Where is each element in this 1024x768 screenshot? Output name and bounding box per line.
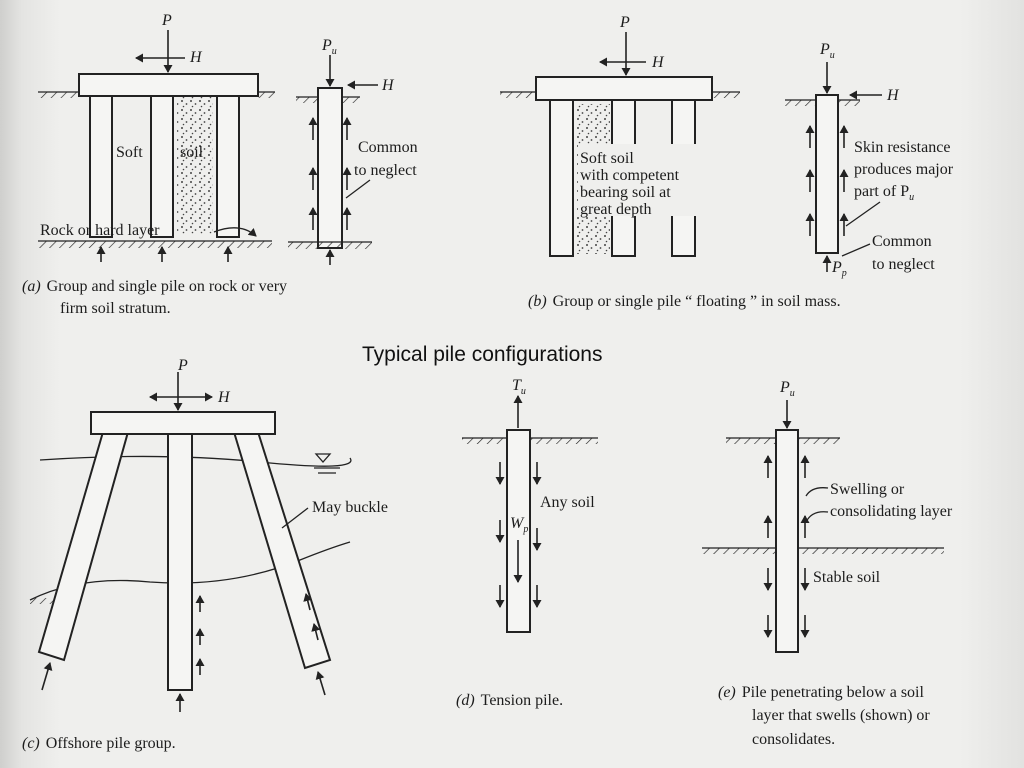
- skin-friction-arrows: [805, 125, 849, 236]
- single-pile: [815, 94, 839, 254]
- load-p-label: P: [177, 357, 188, 374]
- caption-a-line2: firm soil stratum.: [60, 300, 171, 317]
- ground-surface: [462, 437, 598, 444]
- skin-friction-arrows: [308, 117, 352, 230]
- pointer-line: [805, 511, 829, 523]
- buckle-label: May buckle: [312, 499, 388, 516]
- skin-friction-arrows: [41, 593, 326, 712]
- swell-label-line2: consolidating layer: [830, 503, 953, 520]
- soil-label-line2: with competent: [580, 167, 680, 184]
- load-h-label: H: [886, 87, 900, 104]
- wp-label: Wp: [510, 515, 528, 535]
- panel-d: Tu Wp Any soil (d)Tension pile.: [456, 377, 598, 709]
- skin-label-line2: produces major: [854, 161, 954, 178]
- panel-b: P H Soft soil with competent bearing soi…: [500, 14, 954, 310]
- water-level-icon: [314, 453, 332, 463]
- pile-cap: [535, 76, 713, 101]
- pointer-line: [213, 227, 257, 237]
- caption-b: (b)Group or single pile “ floating ” in …: [528, 293, 841, 310]
- vertical-pile: [167, 431, 193, 691]
- label-backdrop: [578, 144, 702, 216]
- pile-cap: [78, 73, 259, 97]
- load-pu-label: Pu: [321, 37, 337, 57]
- load-pu-label: Pu: [819, 41, 835, 61]
- load-p-label: P: [161, 12, 172, 29]
- swell-label-line1: Swelling or: [830, 481, 905, 498]
- ground-surface: [296, 96, 360, 103]
- ground-surface: [500, 91, 740, 98]
- pointer-line: [841, 243, 871, 257]
- rock-label: Rock or hard layer: [40, 222, 160, 239]
- skin-label-line3: part of Pu: [854, 183, 914, 203]
- ground-surface: [38, 91, 275, 98]
- soil-label: soil: [180, 144, 204, 161]
- single-pile: [775, 429, 799, 653]
- load-h-label: H: [381, 77, 395, 94]
- common-label-line2: to neglect: [354, 162, 417, 179]
- skin-friction-arrows: [763, 455, 810, 638]
- soil-label-line1: Soft soil: [580, 150, 634, 167]
- panel-a: P H Soft soil Rock or hard layer Pu H: [22, 12, 418, 317]
- tension-pile: [506, 429, 531, 633]
- pointer-line: [845, 201, 881, 227]
- load-p-label: P: [619, 14, 630, 31]
- caption-a-line1: (a)Group and single pile on rock or very: [22, 278, 287, 295]
- soil-label-line4: great depth: [580, 201, 652, 218]
- load-h-label: H: [217, 389, 231, 406]
- panel-c: P H May buckle (c)Offshore pile group.: [22, 357, 388, 752]
- stable-soil-label: Stable soil: [813, 569, 881, 586]
- common-label-line1: Common: [358, 139, 418, 156]
- caption-d: (d)Tension pile.: [456, 692, 563, 709]
- soil-label-line3: bearing soil at: [580, 184, 671, 201]
- pointer-line: [805, 487, 829, 497]
- pile: [89, 94, 113, 238]
- pointer-line: [281, 507, 309, 529]
- pointer-line: [345, 179, 371, 199]
- panel-e: Pu Swelling or consolidating layer Stabl…: [702, 379, 953, 748]
- load-h-label: H: [189, 49, 203, 66]
- common-label-line2: to neglect: [872, 256, 935, 273]
- common-label-line1: Common: [872, 233, 932, 250]
- caption-e-line1: (e)Pile penetrating below a soil: [718, 684, 925, 701]
- caption-c: (c)Offshore pile group.: [22, 735, 176, 752]
- stippled-soil: [177, 97, 213, 235]
- slide-title: Typical pile configurations: [362, 343, 602, 366]
- ground-surface: [785, 99, 860, 106]
- load-t-label: Tu: [512, 377, 526, 397]
- skin-label-line1: Skin resistance: [854, 139, 950, 156]
- rock-layer: [38, 240, 272, 248]
- skin-friction-arrows: [495, 462, 542, 608]
- pile: [216, 94, 240, 238]
- caption-e-line3: consolidates.: [752, 731, 835, 748]
- pp-label: Pp: [831, 259, 847, 279]
- water-surface: [39, 455, 352, 467]
- pile: [150, 94, 174, 238]
- caption-e-line2: layer that swells (shown) or: [752, 707, 930, 724]
- load-h-label: H: [651, 54, 665, 71]
- seabed-hatch: [30, 598, 70, 604]
- load-pu-label: Pu: [779, 379, 795, 399]
- soft-label: Soft: [116, 144, 143, 161]
- ground-surface: [726, 437, 840, 444]
- single-pile: [317, 87, 343, 249]
- any-soil-label: Any soil: [540, 494, 595, 511]
- raked-pile-left: [37, 431, 130, 662]
- pile: [549, 97, 574, 257]
- rock-layer: [288, 241, 372, 249]
- stable-soil-boundary: [702, 547, 944, 554]
- pile-cap: [90, 411, 276, 435]
